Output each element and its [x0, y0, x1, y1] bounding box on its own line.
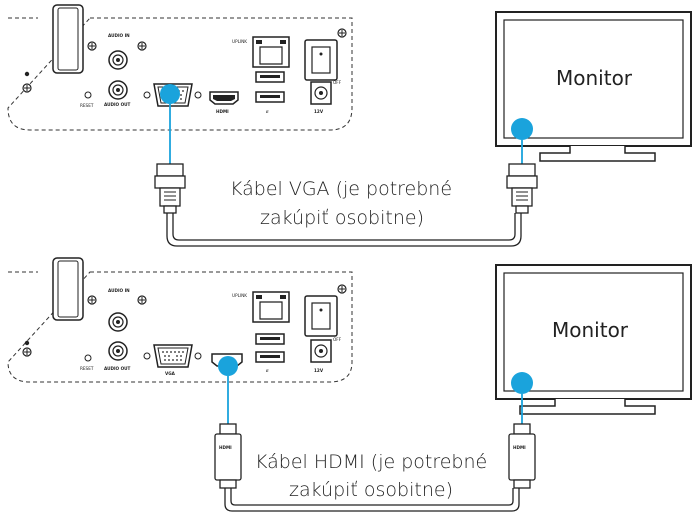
off-label: OFF	[333, 80, 342, 85]
monitor-stand	[519, 399, 656, 415]
vga-cable: Kábel VGA (je potrebné zakúpiť osobitne)	[154, 104, 538, 247]
svg-text:⭿: ⭿	[266, 368, 269, 373]
reset-label: RESET	[80, 103, 94, 108]
hdmi-plug-right: HDMI	[508, 423, 536, 489]
hdmi-label: HDMI	[216, 109, 229, 114]
antenna	[52, 257, 84, 321]
vga-cable-caption-line1: Kábel VGA (je potrebné	[230, 178, 452, 200]
audio-in-label: AUDIO IN	[108, 33, 130, 38]
dc-label: 12V	[314, 368, 324, 373]
vga-plug-left	[154, 163, 186, 214]
bottom-monitor: Monitor	[495, 264, 692, 415]
top-monitor: Monitor	[495, 11, 692, 162]
monitor-label: Monitor	[552, 318, 629, 342]
hdmi-connection-dot	[218, 356, 238, 376]
monitor-stand	[539, 146, 656, 162]
monitor-vga-connection-dot	[511, 118, 533, 140]
svg-text:⭿: ⭿	[266, 109, 269, 114]
antenna	[52, 4, 84, 74]
audio-in-label: AUDIO IN	[108, 288, 130, 293]
reset-button	[84, 91, 92, 99]
monitor-screen	[503, 19, 684, 139]
hdmi-plug-left: HDMI	[214, 423, 242, 489]
hdmi-plug-label: HDMI	[513, 445, 526, 450]
monitor-label: Monitor	[556, 66, 633, 90]
reset-label: RESET	[80, 366, 94, 371]
top-nvr-device: RESET AUDIO IN AUDIO OUT HDMI UPLINK	[7, 4, 353, 131]
hdmi-cable: HDMI HDMI Kábel HDMI (je potrebné zakúpi…	[214, 376, 536, 512]
audio-out-label: AUDIO OUT	[104, 102, 131, 107]
vga-cable-caption-line2: zakúpiť osobitne)	[260, 207, 424, 229]
vga-label: VGA	[165, 371, 176, 376]
monitor-hdmi-connection-dot	[511, 372, 533, 394]
reset-button	[84, 354, 92, 362]
bottom-nvr-device: RESET AUDIO IN AUDIO OUT VGA UPLINK	[7, 257, 353, 383]
off-label: OFF	[333, 337, 342, 342]
hdmi-cable-caption-line2: zakúpiť osobitne)	[289, 479, 453, 501]
uplink-label: UPLINK	[232, 293, 247, 298]
dc-label: 12V	[314, 109, 324, 114]
vga-connection-dot	[160, 84, 180, 104]
hdmi-plug-label: HDMI	[219, 445, 232, 450]
uplink-label: UPLINK	[232, 39, 247, 44]
monitor-screen	[503, 272, 684, 392]
vga-plug-right	[506, 163, 538, 214]
hdmi-cable-caption-line1: Kábel HDMI (je potrebné	[255, 451, 487, 473]
audio-out-label: AUDIO OUT	[104, 366, 131, 371]
vga-port	[153, 344, 193, 368]
